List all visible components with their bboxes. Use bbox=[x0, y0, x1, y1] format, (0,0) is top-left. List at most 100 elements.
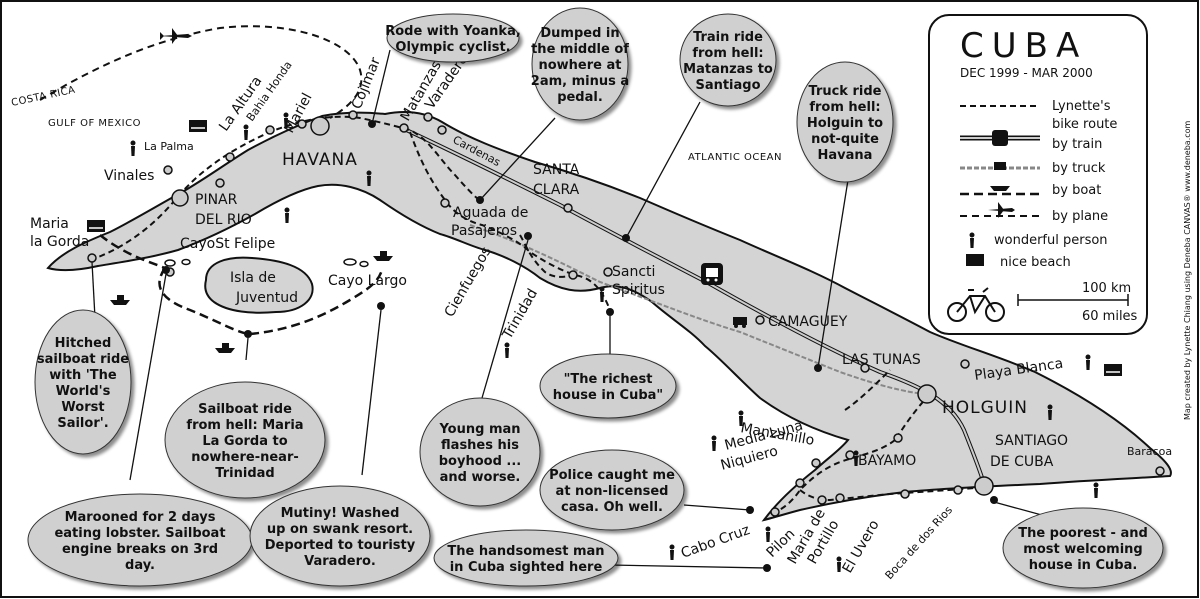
wonderful-person-icon bbox=[284, 207, 290, 223]
place-marker bbox=[440, 198, 450, 208]
bubble-text-line: at non-licensed bbox=[556, 484, 669, 499]
pin bbox=[606, 308, 614, 316]
place-label-las-tunas: LAS TUNAS bbox=[842, 352, 921, 368]
place-marker bbox=[163, 165, 173, 175]
place-marker bbox=[960, 359, 970, 369]
legend-label-truck: by truck bbox=[1052, 161, 1106, 176]
place-label-havana: HAVANA bbox=[282, 150, 358, 170]
place-marker bbox=[1155, 466, 1165, 476]
bubble-text-line: casa. Oh well. bbox=[561, 500, 663, 515]
legend-label-train: by train bbox=[1052, 137, 1102, 152]
legend-label-bike-2: bike route bbox=[1052, 117, 1117, 132]
place-marker bbox=[171, 189, 189, 207]
place-marker bbox=[215, 178, 225, 188]
place-label-maria: Maria bbox=[30, 216, 69, 232]
bubble-text-line: day. bbox=[125, 558, 155, 573]
bubble-text-line: engine breaks on 3rd bbox=[62, 542, 218, 557]
cay bbox=[343, 258, 357, 266]
bubble-text-line: Sailor'. bbox=[57, 416, 108, 431]
place-marker bbox=[845, 450, 855, 460]
place-marker bbox=[399, 123, 409, 133]
place-marker bbox=[755, 315, 765, 325]
place-marker bbox=[563, 203, 573, 213]
place-label-la-gorda: la Gorda bbox=[30, 234, 89, 250]
place-label-sancti: Sancti bbox=[612, 264, 655, 280]
place-marker bbox=[297, 119, 307, 129]
place-marker bbox=[87, 253, 97, 263]
place-label-pasajeros: Pasajeros bbox=[451, 223, 517, 239]
bubble-shape bbox=[249, 485, 431, 587]
bubble-text-line: house in Cuba. bbox=[1029, 558, 1138, 573]
bubble-text-line: from hell: bbox=[809, 100, 880, 115]
bubble-text-line: Matanzas to bbox=[683, 62, 773, 77]
isla-de-juventud bbox=[204, 256, 314, 314]
bubble-text-line: Rode with Yoanka, bbox=[385, 24, 521, 39]
train-route-inner bbox=[401, 127, 985, 485]
boat-route bbox=[99, 234, 384, 336]
place-marker bbox=[974, 476, 994, 496]
bubble-text-line: The poorest - and bbox=[1018, 526, 1148, 541]
bubble-text-line: 2am, minus a bbox=[531, 74, 629, 89]
sea-label-atlantic: ATLANTIC OCEAN bbox=[688, 152, 782, 163]
wonderful-person-icon bbox=[243, 124, 249, 140]
sea-label-gulf: GULF OF MEXICO bbox=[48, 118, 141, 129]
wonderful-person-icon bbox=[504, 342, 510, 358]
wonderful-person-icon bbox=[836, 556, 842, 572]
leader-lines bbox=[91, 49, 1061, 569]
bubble-text-line: Santiago bbox=[695, 78, 760, 93]
place-markers bbox=[87, 110, 1165, 517]
legend: CUBA DEC 1999 - MAR 2000 Lynette's bike … bbox=[928, 14, 1148, 335]
bicycle-icon bbox=[947, 287, 1005, 322]
place-label-vinales: Vinales bbox=[104, 168, 154, 184]
bubble-shape bbox=[796, 61, 894, 183]
place-marker bbox=[225, 152, 235, 162]
bubble-shape bbox=[1002, 507, 1164, 589]
legend-plane-icon bbox=[988, 202, 1015, 218]
place-marker bbox=[917, 384, 937, 404]
bubble-text-line: sailboat ride bbox=[37, 352, 129, 367]
pin bbox=[244, 330, 252, 338]
wonderful-person-icon bbox=[283, 112, 289, 128]
bubble-text-line: Trinidad bbox=[215, 466, 274, 481]
bubble-text-line: not-quite bbox=[811, 132, 879, 147]
bubble-text-line: The handsomest man bbox=[447, 544, 604, 559]
wonderful-person-icon bbox=[599, 286, 605, 302]
wonderful-person-icons bbox=[130, 112, 1099, 572]
bubble-text-line: from hell: Maria bbox=[186, 418, 303, 433]
bubble-text-line: Sailboat ride bbox=[198, 402, 292, 417]
place-label-aguada: Aguada de bbox=[453, 205, 528, 221]
place-label-del-rio: DEL RIO bbox=[195, 212, 252, 228]
wonderful-person-icon bbox=[711, 435, 717, 451]
bubble-shape bbox=[419, 397, 541, 507]
place-label-holguin: HOLGUIN bbox=[942, 398, 1028, 418]
bubble-text-line: Varadero. bbox=[304, 554, 376, 569]
wonderful-person-icon bbox=[1093, 482, 1099, 498]
place-label-isla: Isla de bbox=[230, 270, 276, 286]
place-marker bbox=[835, 493, 845, 503]
cay bbox=[164, 259, 176, 267]
bubble-text-line: Train ride bbox=[693, 30, 763, 45]
bubble-text-line: up on swank resort. bbox=[267, 522, 413, 537]
legend-scale-miles: 60 miles bbox=[1082, 309, 1138, 324]
pin bbox=[162, 266, 170, 274]
bubble-shape bbox=[531, 7, 629, 121]
bubble-text-line: "The richest bbox=[564, 372, 653, 387]
wonderful-person-icon bbox=[130, 140, 136, 156]
place-label-bayamo: BAYAMO bbox=[858, 453, 916, 469]
legend-truck-icon bbox=[994, 162, 1006, 170]
place-marker bbox=[310, 116, 330, 136]
bubble-text-line: and worse. bbox=[440, 470, 521, 485]
place-marker bbox=[437, 125, 447, 135]
place-marker bbox=[348, 110, 358, 120]
place-label-camaguey: CAMAGUEY bbox=[768, 314, 848, 330]
bubble-text-line: Young man bbox=[438, 422, 520, 437]
cay bbox=[181, 258, 191, 266]
place-label-cayo-felipe: CayoSt Felipe bbox=[180, 236, 275, 252]
